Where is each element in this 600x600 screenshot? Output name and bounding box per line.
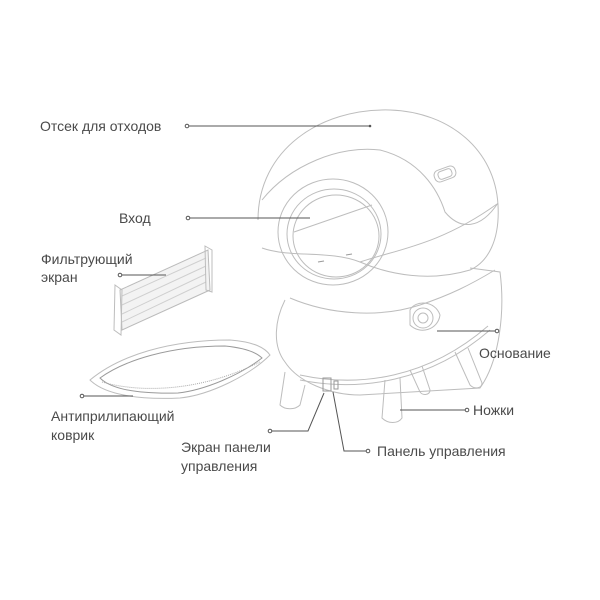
label-legs: Ножки	[473, 402, 515, 418]
label-filter-screen-line1: Фильтрующий	[41, 251, 133, 267]
label-non-stick-mat-line1: Антиприлипающий	[51, 408, 175, 424]
base-drawing	[275, 267, 503, 396]
label-control-panel: Панель управления	[377, 443, 506, 459]
filter-screen-drawing	[113, 245, 213, 336]
entrance-drawing	[277, 178, 389, 286]
label-control-panel-screen-line2: управления	[181, 458, 258, 474]
leader-lines	[79, 123, 500, 454]
label-base: Основание	[479, 345, 551, 361]
label-non-stick-mat-line2: коврик	[51, 427, 95, 443]
control-panel-drawing	[322, 377, 339, 392]
label-filter-screen-line2: экран	[41, 269, 78, 285]
non-stick-mat-drawing	[89, 339, 271, 399]
label-entrance: Вход	[119, 210, 151, 226]
label-waste-compartment: Отсек для отходов	[40, 118, 162, 134]
label-control-panel-screen-line1: Экран панели	[181, 439, 271, 455]
legs-drawing	[279, 347, 483, 423]
